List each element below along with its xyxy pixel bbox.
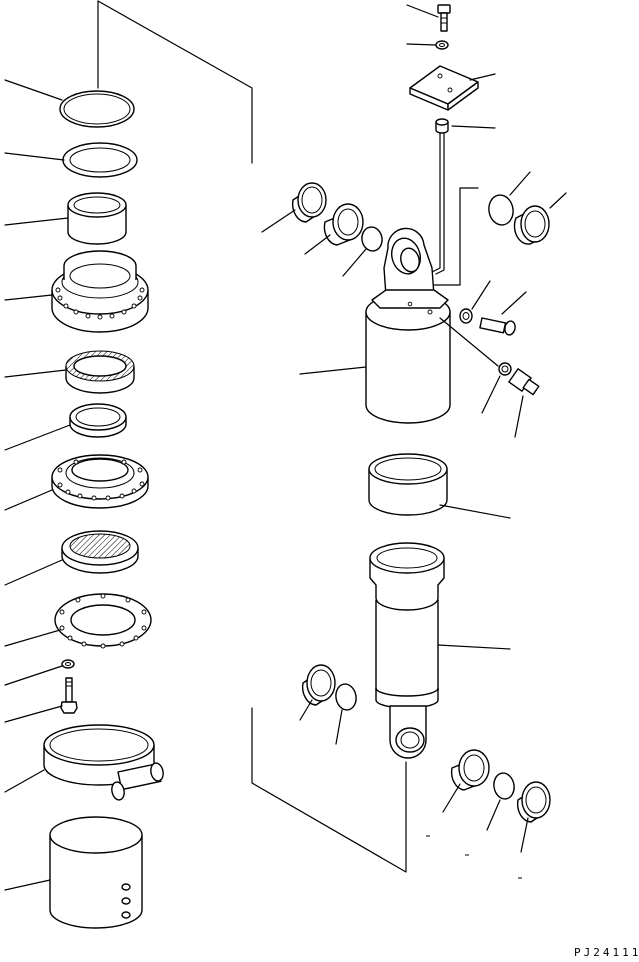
grease-valve — [509, 369, 539, 437]
hex-bolt — [5, 678, 77, 722]
spherical-bearing — [5, 351, 134, 393]
cap-bolt — [407, 5, 450, 31]
dust-cover-lower-left — [300, 665, 335, 720]
bearing-cover-flange — [5, 455, 148, 510]
backup-ring — [5, 143, 137, 177]
grease-nipple-top — [436, 119, 495, 133]
lock-washer — [407, 41, 448, 49]
shim-plate — [5, 594, 151, 648]
bearing-ring — [5, 404, 126, 450]
lock-plate — [410, 66, 495, 110]
flange-housing — [5, 251, 148, 332]
boot-cover — [5, 817, 142, 928]
shim-bolt-holes — [60, 594, 146, 648]
grease-line — [432, 133, 444, 300]
grease-fitting-elbow — [480, 292, 526, 336]
washer-right — [482, 363, 511, 413]
plug-disc-lower-right — [487, 771, 516, 830]
plug-disc-upper-right — [487, 172, 530, 227]
o-ring-large — [5, 80, 134, 127]
piston-rod — [370, 543, 510, 758]
hose-clamp — [5, 725, 165, 801]
rod-collar — [369, 454, 510, 518]
bushing-lower-right — [443, 750, 489, 812]
grease-fitting-side — [460, 281, 490, 323]
dust-seal — [5, 531, 138, 585]
relief-line — [440, 318, 498, 366]
stray-marks — [426, 836, 522, 878]
dust-cover-upper-left — [262, 183, 326, 232]
plug-disc-lower-left — [334, 682, 358, 744]
cylinder-housing — [300, 228, 450, 423]
assembly-bracket-lower — [252, 708, 406, 872]
drawing-code: PJ24111 — [574, 946, 639, 959]
washer-small — [5, 660, 74, 685]
bushing-upper-left — [305, 204, 363, 254]
dust-cover-upper-right — [515, 193, 566, 244]
cover-bolt-holes — [58, 460, 144, 500]
assembly-bracket-upper — [98, 1, 252, 163]
plug-disc-upper-left — [343, 225, 384, 276]
dust-cover-lower-right — [518, 782, 550, 852]
flange-bolt-holes — [56, 288, 144, 319]
bushing-sleeve — [5, 193, 126, 244]
